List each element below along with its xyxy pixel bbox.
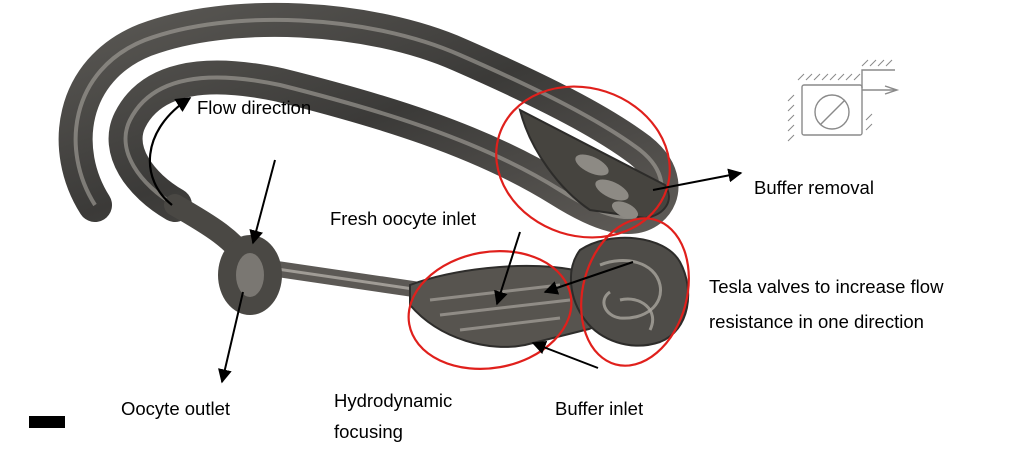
label-fresh-oocyte-inlet: Fresh oocyte inlet <box>330 208 476 230</box>
label-buffer-removal: Buffer removal <box>754 177 874 199</box>
label-tesla-valves-line2: resistance in one direction <box>709 311 924 333</box>
scale-bar <box>29 416 65 428</box>
label-focusing: focusing <box>334 421 403 443</box>
label-oocyte-outlet: Oocyte outlet <box>121 398 230 420</box>
label-buffer-inlet: Buffer inlet <box>555 398 643 420</box>
arrow-buffer-inlet <box>533 343 598 368</box>
label-hydrodynamic: Hydrodynamic <box>334 390 452 412</box>
label-tesla-valves-line1: Tesla valves to increase flow <box>709 276 943 298</box>
label-flow-direction: Flow direction <box>197 97 311 119</box>
tesla-valve-sketch <box>788 60 897 141</box>
arrow-to-outlet-top <box>253 160 275 243</box>
